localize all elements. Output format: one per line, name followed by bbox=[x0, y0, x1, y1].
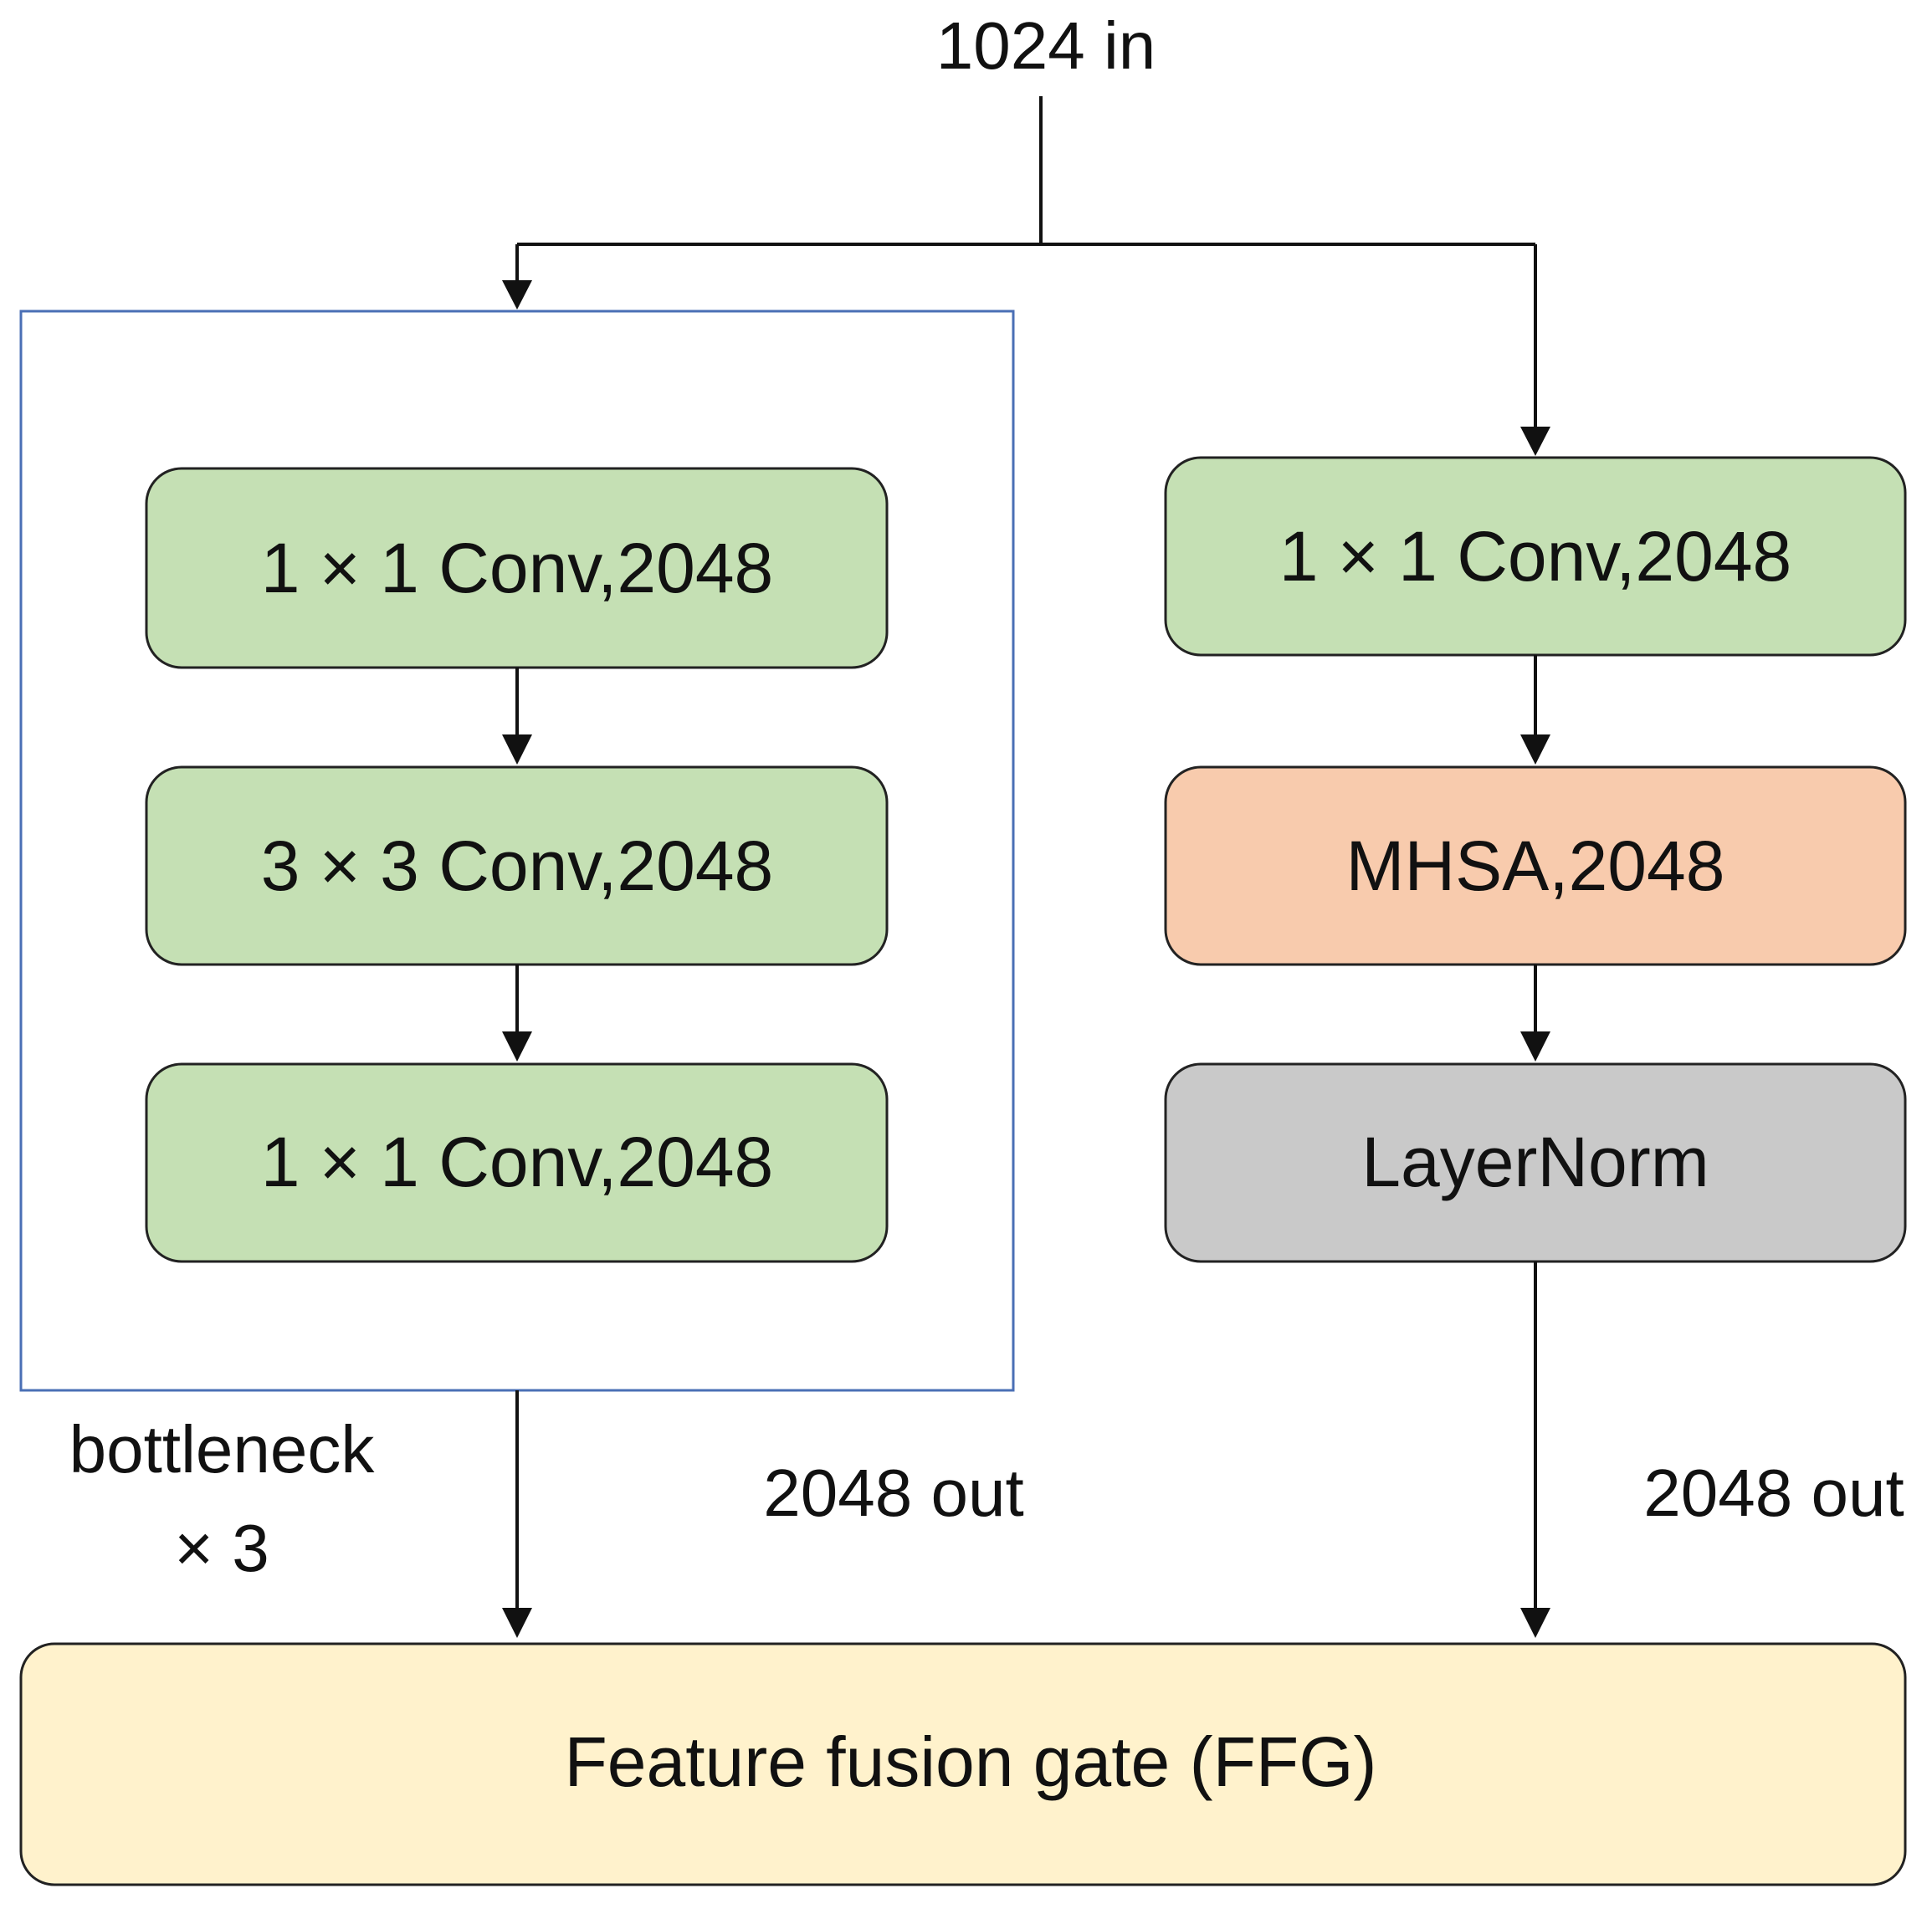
branch-block-1x1-conv: 1 × 1 Conv,2048 bbox=[1164, 456, 1907, 657]
branch-block-mhsa: MHSA,2048 bbox=[1164, 765, 1907, 966]
branch-block-label: 1 × 1 Conv,2048 bbox=[1279, 517, 1792, 596]
left-output-label: 2048 out bbox=[763, 1456, 1023, 1530]
output-arrows bbox=[502, 1262, 1550, 1638]
bottleneck-label-line2: × 3 bbox=[174, 1511, 269, 1585]
input-split-connector bbox=[502, 96, 1550, 456]
bottleneck-block-1x1-first: 1 × 1 Conv,2048 bbox=[145, 467, 889, 669]
bottleneck-block-3x3: 3 × 3 Conv,2048 bbox=[145, 765, 889, 966]
branch-block-label: LayerNorm bbox=[1361, 1123, 1709, 1201]
branch-arrows bbox=[1520, 655, 1550, 1062]
branch-block-layernorm: LayerNorm bbox=[1164, 1062, 1907, 1263]
bottleneck-block-1x1-last: 1 × 1 Conv,2048 bbox=[145, 1062, 889, 1263]
bottleneck-block-label: 3 × 3 Conv,2048 bbox=[261, 826, 774, 905]
branch-block-label: MHSA,2048 bbox=[1346, 826, 1725, 905]
bottleneck-arrows bbox=[502, 668, 532, 1062]
bottleneck-label-line1: bottleneck bbox=[69, 1412, 376, 1487]
feature-fusion-gate: Feature fusion gate (FFG) bbox=[19, 1642, 1907, 1886]
input-label: 1024 in bbox=[936, 8, 1156, 83]
bottleneck-block-label: 1 × 1 Conv,2048 bbox=[261, 1123, 774, 1201]
bottleneck-block-label: 1 × 1 Conv,2048 bbox=[261, 529, 774, 607]
right-output-label: 2048 out bbox=[1643, 1456, 1904, 1530]
fusion-label: Feature fusion gate (FFG) bbox=[564, 1722, 1376, 1801]
